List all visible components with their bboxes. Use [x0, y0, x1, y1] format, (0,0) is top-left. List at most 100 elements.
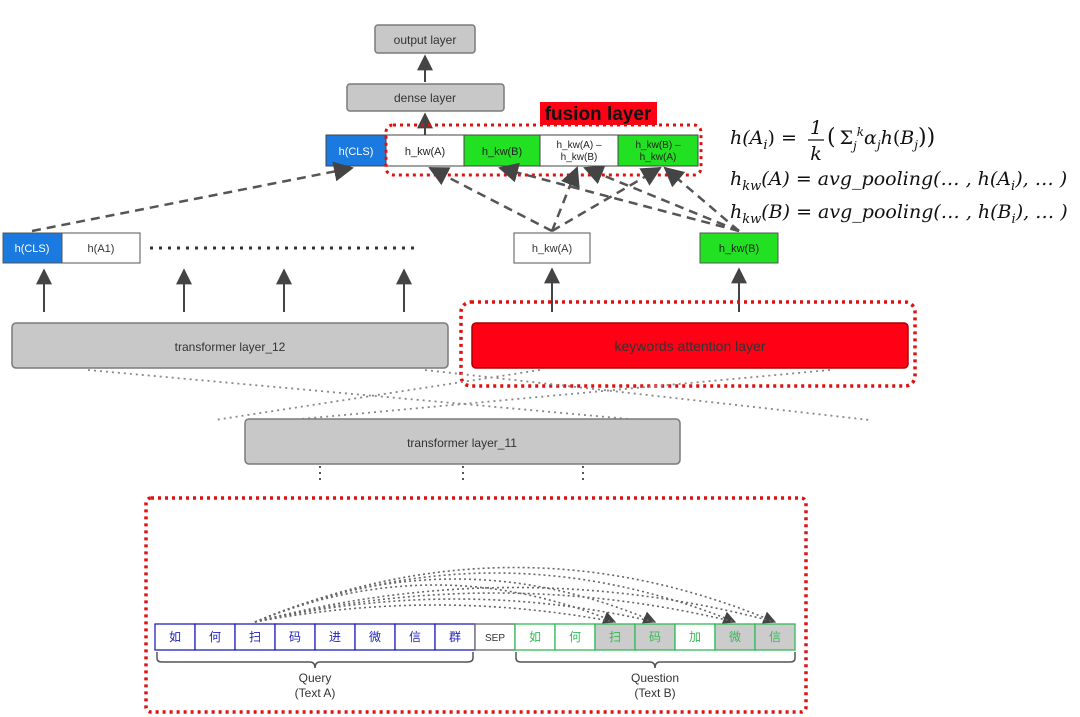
formula2-end: ), … ) [1014, 168, 1067, 190]
fusion-layer-dotted-border [384, 123, 703, 177]
attention-arc-inner-3 [254, 598, 656, 623]
fusion-cell-2-label: h_kw(B) [482, 146, 522, 158]
query-token-1: 何 [194, 623, 236, 651]
query-token-5: 微 [354, 623, 396, 651]
question-token-6-text: 信 [769, 630, 781, 644]
hidden-state-a1-label: h(A1) [88, 243, 115, 255]
transformer-layer-12-box: transformer layer_12 [11, 322, 449, 369]
dashed-arrow-hkwb-to-diff2 [663, 166, 740, 232]
sep-token: SEP [474, 623, 516, 651]
output-layer-label: output layer [394, 33, 457, 47]
svg-text:hkw(A) = avg_pooling(… , h(Ai): hkw(A) = avg_pooling(… , h(Ai), … ) [730, 168, 1067, 194]
formula1-sub: i [763, 138, 767, 153]
attention-arc-6 [254, 566, 777, 624]
query-token-5-text: 微 [369, 630, 381, 644]
svg-text:(Σjkαjh(Bj)): (Σjkαjh(Bj)) [827, 125, 935, 153]
fusion-cell-4-line2: h_kw(A) [640, 152, 677, 163]
keywords-attention-layer-box: keywords attention layer [471, 322, 909, 369]
formula1-frac-den: k [810, 143, 822, 165]
question-token-6: 信 [754, 623, 796, 651]
hkw-a-label: h_kw(A) [532, 243, 572, 255]
dashed-arrow-cls [31, 161, 354, 233]
formula2-rest: (A) = avg_pooling(… , h(A [761, 168, 1011, 190]
fusion-layer-label: fusion layer [545, 104, 652, 125]
transformer12-output-arrows [36, 268, 412, 312]
query-token-1-text: 何 [209, 630, 221, 644]
fusion-cell-0: h(CLS) [325, 134, 387, 167]
dense-layer-label: dense layer [394, 91, 456, 105]
query-label: Query [299, 671, 332, 685]
dashed-connections [31, 161, 740, 233]
fusion-row: h(CLS)h_kw(A)h_kw(B)h_kw(A) –h_kw(B)h_kw… [325, 134, 699, 167]
hidden-state-a1-box: h(A1) [61, 232, 141, 264]
query-token-7: 群 [434, 623, 476, 651]
transformer-layer-11-label: transformer layer_11 [407, 436, 517, 450]
sep-token-text: SEP [485, 633, 505, 644]
formula3-h: h [730, 201, 742, 223]
question-token-3: 码 [634, 623, 676, 651]
fusion-layer-tag: fusion layer [540, 102, 657, 125]
query-token-7-text: 群 [449, 630, 461, 644]
attention-arc-5 [254, 572, 737, 624]
formula3-sub: kw [742, 212, 761, 227]
formula3-end: ), … ) [1015, 201, 1068, 223]
formula2-sub: kw [742, 179, 761, 194]
query-token-2-text: 扫 [249, 630, 261, 644]
query-token-2: 扫 [234, 623, 276, 651]
query-token-3-text: 码 [289, 630, 301, 644]
query-token-6-text: 信 [409, 630, 421, 644]
query-brace [156, 652, 474, 669]
question-token-4: 加 [674, 623, 716, 651]
dashed-arrow-hkwa-to-fusion-a [428, 166, 553, 233]
formula2-h: h [730, 168, 742, 190]
svg-text:h(Ai) =: h(Ai) = [730, 127, 797, 153]
dashed-arrow-hkwa-to-diff [550, 166, 580, 232]
svg-text:hkw(B) = avg_pooling(… , h(Bi): hkw(B) = avg_pooling(… , h(Bi), … ) [730, 201, 1068, 227]
dense-layer-box: dense layer [346, 83, 505, 112]
dashed-arrow-hkwb-to-diff [583, 165, 740, 233]
hkw-a-box: h_kw(A) [513, 232, 591, 264]
dashed-arrow-hkwa-to-diff2 [551, 166, 662, 233]
formula2-sub2: i [1011, 179, 1015, 194]
question-brace [515, 652, 796, 669]
dashed-arrow-hkwb-to-fusion-b [498, 162, 740, 233]
fusion-cell-3-line2: h_kw(B) [561, 152, 598, 163]
question-token-1-text: 何 [569, 630, 581, 644]
question-token-2-text: 扫 [609, 630, 621, 644]
fusion-cell-4-line1: h_kw(B) – [635, 140, 680, 151]
question-token-0: 如 [514, 623, 556, 651]
lower-layers-ellipsis [319, 466, 584, 480]
query-token-4-text: 进 [329, 630, 341, 644]
question-sub-label: (Text B) [634, 686, 675, 700]
question-label: Question [631, 671, 679, 685]
formula-hkw-b: hkw(B) = avg_pooling(… , h(Bi), … ) [730, 201, 1068, 227]
fusion-cell-4: h_kw(B) –h_kw(A) [617, 134, 699, 167]
keywords-attention-output-arrows [544, 267, 747, 312]
query-sub-label: (Text A) [295, 686, 336, 700]
hkw-b-label: h_kw(B) [719, 243, 759, 255]
transformer-layer-12-label: transformer layer_12 [175, 340, 286, 354]
fusion-cell-2: h_kw(B) [463, 134, 541, 167]
keywords-attention-dotted-border [459, 300, 917, 388]
formula3-sub2: i [1012, 212, 1016, 227]
query-token-4: 进 [314, 623, 356, 651]
formula1-frac-num: 1 [810, 117, 822, 139]
query-token-0-text: 如 [169, 629, 181, 644]
fusion-cell-3-line1: h_kw(A) – [556, 140, 601, 151]
fusion-cell-0-label: h(CLS) [339, 146, 374, 158]
keywords-attention-layer-label: keywords attention layer [615, 338, 766, 354]
attention-arcs [254, 566, 777, 624]
attention-arc-inner-6 [254, 586, 776, 623]
question-token-1: 何 [554, 623, 596, 651]
query-token-0: 如 [154, 623, 196, 651]
attention-arc-inner-2 [254, 604, 616, 623]
hidden-state-cls-box: h(CLS) [2, 232, 63, 264]
formula-h-ai: h(Ai) = 1 k (Σjkαjh(Bj)) [730, 117, 935, 165]
question-token-5-text: 微 [729, 630, 741, 644]
hidden-state-cls-label: h(CLS) [15, 243, 50, 255]
query-token-3: 码 [274, 623, 316, 651]
formula1-lhs: h(A [730, 127, 763, 149]
input-tokens-dotted-border [144, 496, 808, 714]
